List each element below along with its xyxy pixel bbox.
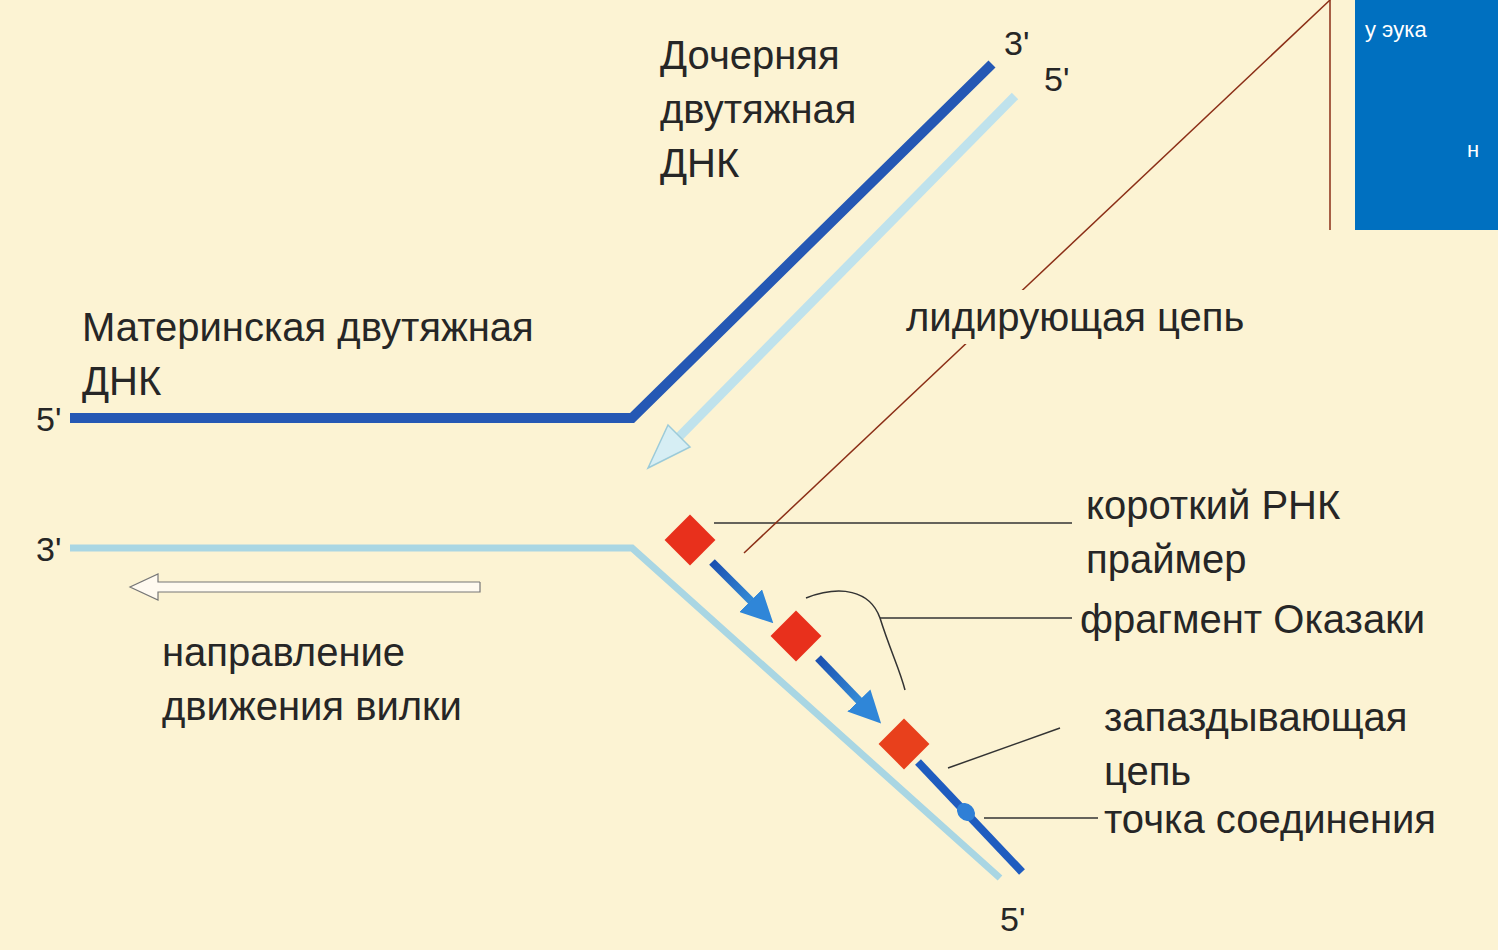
label-text: направление движения вилки (162, 625, 522, 733)
rna-primer (879, 719, 930, 770)
okazaki-arrow (818, 658, 870, 712)
leader-line (984, 817, 1098, 819)
callout-text: н (1467, 136, 1479, 164)
callout-box: у эука н (1355, 0, 1498, 230)
label-text: точка соединения (1104, 792, 1436, 846)
okazaki-arrow (712, 562, 762, 612)
callout-line (744, 0, 1330, 553)
label-text: 3' (36, 530, 61, 568)
rna-primer (771, 611, 822, 662)
callout-line (1329, 0, 1331, 230)
leader-line (948, 728, 1060, 768)
label-text: 5' (36, 400, 61, 438)
label-text: лидирующая цепь (902, 290, 1248, 344)
fragment-bracket (806, 591, 905, 690)
label-text: Материнская двутяжная ДНК (82, 300, 602, 408)
direction-arrow (130, 574, 480, 600)
lagging-strand (918, 762, 1022, 872)
label-text: 5' (1000, 900, 1025, 938)
label-text: 3' (1004, 24, 1029, 62)
template-strand (70, 548, 1000, 878)
label-text: запаздывающая цепь (1104, 690, 1434, 798)
leading-arrowhead (648, 425, 690, 468)
label-text: фрагмент Оказаки (1080, 592, 1425, 646)
label-text: Дочерняя двутяжная ДНК (660, 28, 905, 190)
callout-text: у эука (1365, 16, 1427, 44)
leader-line (880, 617, 1072, 619)
label-text: короткий РНК праймер (1086, 478, 1386, 586)
leader-line (714, 522, 1072, 524)
junction-point (953, 799, 978, 824)
rna-primer (665, 515, 716, 566)
label-text: 5' (1044, 60, 1069, 98)
